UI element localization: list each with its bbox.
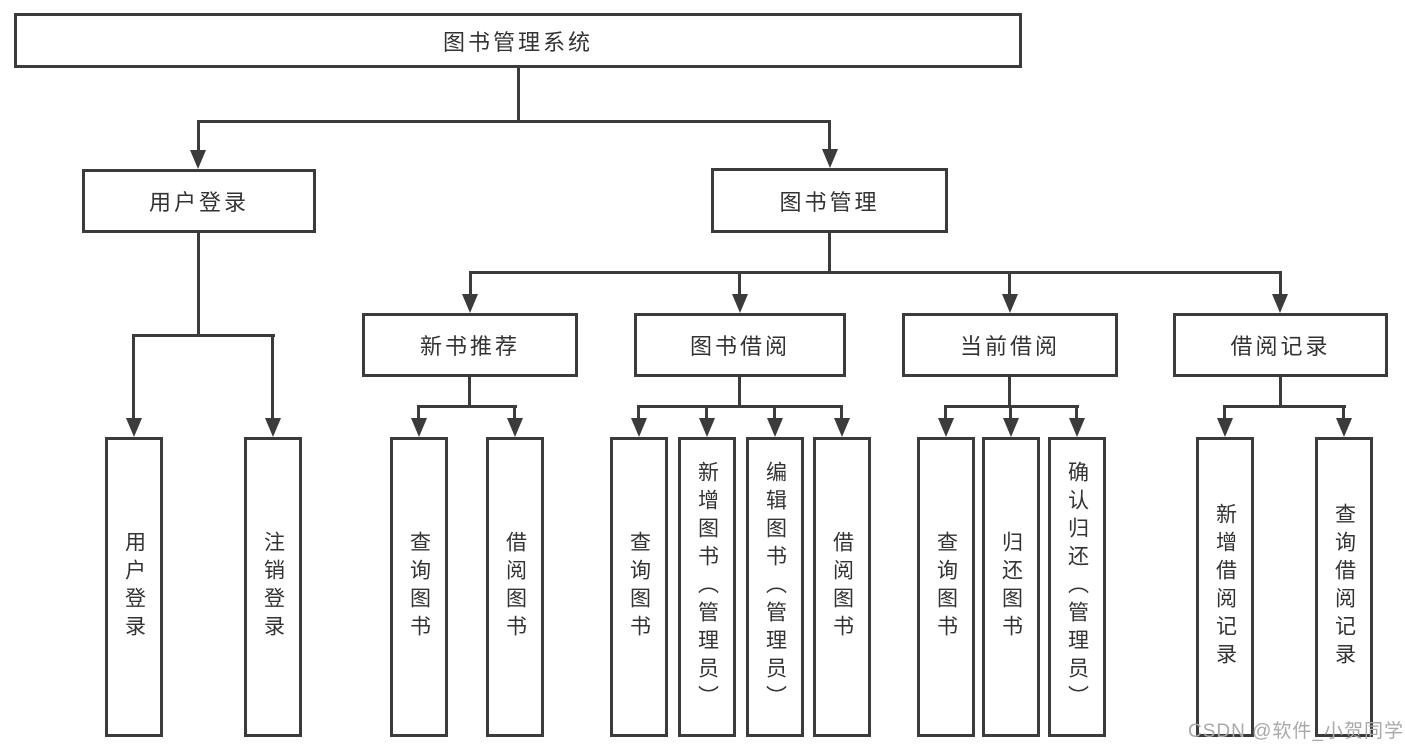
connector-line [637,405,843,408]
leaf-query-books-borrow: 查询图书 [610,437,668,737]
connector-line [469,271,1282,274]
connector-line [133,334,275,337]
connector-line [828,120,831,153]
arrow-down-icon [190,150,206,169]
connector-line [944,405,947,422]
node-new-book-recommend: 新书推荐 [362,313,578,377]
connector-line [773,405,776,422]
connector-line [517,68,520,122]
leaf-query-borrow-record: 查询借阅记录 [1315,437,1373,737]
connector-line [828,233,831,273]
arrow-down-icon [1003,418,1019,437]
arrow-down-icon [507,418,523,437]
arrow-down-icon [938,418,954,437]
arrow-down-icon [1069,418,1085,437]
leaf-logout: 注销登录 [244,437,302,737]
connector-line [738,271,741,298]
connector-line [418,405,517,408]
arrow-down-icon [834,418,850,437]
connector-line [197,120,831,123]
connector-line [1279,271,1282,298]
connector-line [738,377,741,407]
arrow-down-icon [1336,418,1352,437]
connector-line [1342,405,1345,422]
connector-line [1223,405,1226,422]
connector-line [197,233,200,336]
node-book-borrow: 图书借阅 [634,313,846,377]
connector-line [1008,271,1011,298]
watermark: CSDN @软件_小贺同学 [1188,721,1404,742]
arrow-down-icon [822,149,838,168]
leaf-borrow-books: 借阅图书 [813,437,871,737]
leaf-confirm-return-admin: 确认归还（管理员） [1048,437,1106,737]
node-book-management: 图书管理 [711,168,948,233]
connector-line [417,405,420,422]
arrow-down-icon [126,418,142,437]
arrow-down-icon [1002,294,1018,313]
arrow-down-icon [699,418,715,437]
leaf-borrow-books-recommend: 借阅图书 [486,437,544,737]
connector-line [132,334,135,422]
connector-line [1224,405,1346,408]
arrow-down-icon [462,294,478,313]
node-borrow-records: 借阅记录 [1173,313,1388,377]
node-current-borrow: 当前借阅 [902,313,1118,377]
arrow-down-icon [1217,418,1233,437]
connector-line [1009,405,1012,422]
connector-line [513,405,516,422]
arrow-down-icon [732,294,748,313]
connector-line [1075,405,1078,422]
arrow-down-icon [265,418,281,437]
connector-line [945,405,1079,408]
connector-line [468,377,471,407]
leaf-query-books-recommend: 查询图书 [390,437,448,737]
node-user-login: 用户登录 [82,169,316,233]
leaf-edit-book-admin: 编辑图书（管理员） [746,437,804,737]
leaf-add-book-admin: 新增图书（管理员） [678,437,736,737]
leaf-return-books: 归还图书 [982,437,1040,737]
arrow-down-icon [411,418,427,437]
connector-line [271,334,274,422]
leaf-user-login: 用户登录 [105,437,163,737]
connector-line [197,120,200,154]
arrow-down-icon [767,418,783,437]
leaf-add-borrow-record: 新增借阅记录 [1196,437,1254,737]
arrow-down-icon [1272,294,1288,313]
connector-line [705,405,708,422]
connector-line [1008,377,1011,407]
connector-line [469,271,472,298]
arrow-down-icon [631,418,647,437]
leaf-query-books-current: 查询图书 [917,437,975,737]
connector-line [1279,377,1282,407]
connector-line [840,405,843,422]
connector-line [637,405,640,422]
node-library-system: 图书管理系统 [14,13,1022,68]
